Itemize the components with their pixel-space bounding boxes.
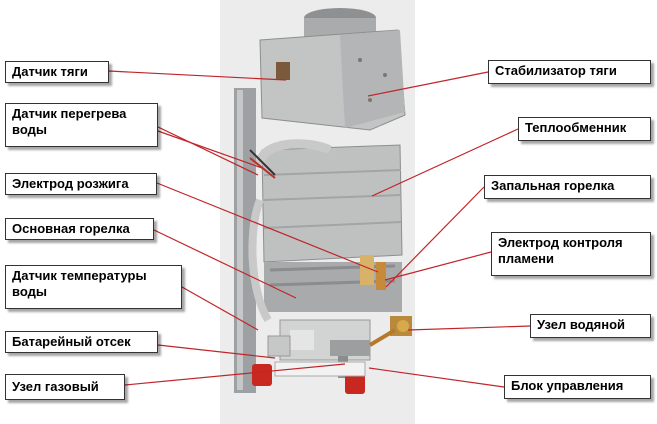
label-water-unit: Узел водяной bbox=[530, 314, 651, 338]
label-control-block: Блок управления bbox=[504, 375, 651, 399]
label-flame-control-electrode: Электрод контроля пламени bbox=[491, 232, 651, 276]
water-heater-illustration bbox=[220, 0, 415, 424]
label-water-temp-sensor: Датчик температуры воды bbox=[5, 265, 182, 309]
label-main-burner: Основная горелка bbox=[5, 218, 154, 240]
label-gas-unit: Узел газовый bbox=[5, 374, 125, 400]
label-battery-compartment: Батарейный отсек bbox=[5, 331, 158, 353]
label-overheat-sensor: Датчик перегрева воды bbox=[5, 103, 158, 147]
leader-water-unit bbox=[407, 325, 531, 331]
label-heat-exchanger: Теплообменник bbox=[518, 117, 651, 141]
label-ignition-electrode: Электрод розжига bbox=[5, 173, 157, 195]
label-draft-sensor: Датчик тяги bbox=[5, 61, 109, 83]
label-draft-stabilizer: Стабилизатор тяги bbox=[488, 60, 651, 84]
label-pilot-burner: Запальная горелка bbox=[484, 175, 651, 199]
